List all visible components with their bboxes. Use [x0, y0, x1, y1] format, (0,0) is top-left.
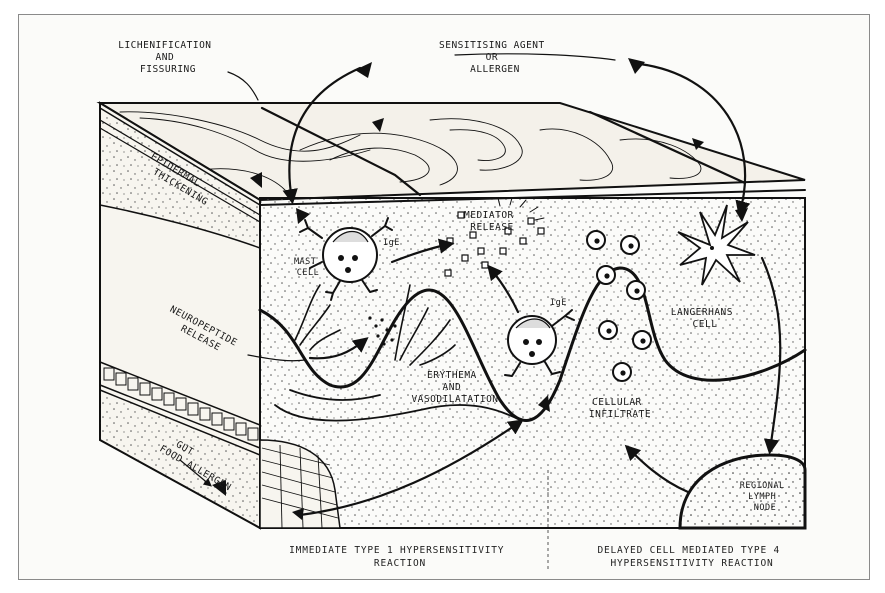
caption-delayed: DELAYED CELL MEDIATED TYPE 4 HYPERSENSIT…	[597, 545, 786, 569]
label-lichenification: LICHENIFICATION AND FISSURING	[118, 40, 218, 75]
label-ige-1: IgE	[383, 238, 400, 248]
label-mediator-release: MEDIATOR RELEASE	[464, 210, 520, 233]
label-mast-cell: MAST CELL	[294, 257, 322, 278]
label-ige-2: IgE	[550, 298, 567, 308]
caption-immediate: IMMEDIATE TYPE 1 HYPERSENSITIVITY REACTI…	[289, 545, 511, 569]
label-cellular-infiltrate: CELLULAR INFILTRATE	[589, 397, 651, 420]
label-sensitising-agent: SENSITISING AGENT OR ALLERGEN	[439, 40, 551, 75]
